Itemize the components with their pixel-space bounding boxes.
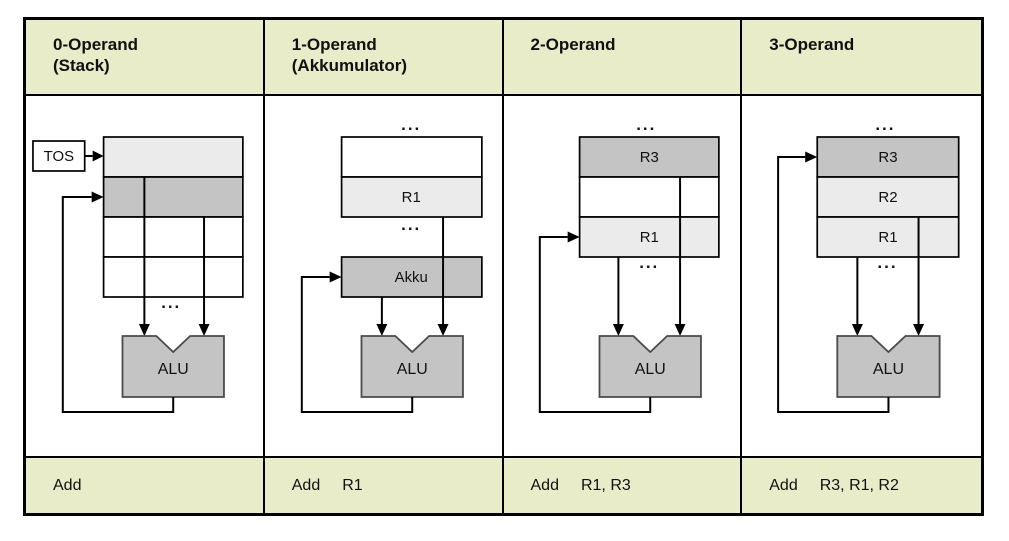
register-cell-r1 (816, 216, 960, 258)
header-title: 2-Operand (530, 35, 616, 54)
column-header-0-operand: 0-Operand (Stack) (26, 20, 265, 96)
stack-ellipsis: ... (161, 293, 181, 312)
stack-cell-top (102, 136, 244, 178)
operand-architecture-table: 0-Operand (Stack) 1-Operand (Akkumulator… (23, 17, 984, 516)
tos-label: TOS (44, 148, 74, 165)
register-r1-label: R1 (401, 189, 420, 206)
arrowhead-icon (138, 324, 150, 336)
column-header-1-operand: 1-Operand (Akkumulator) (264, 20, 504, 96)
stack-cell-second (102, 176, 244, 218)
feedback-arrowhead-icon (567, 231, 580, 243)
alu-shape (360, 335, 464, 398)
result-feedback-wire (538, 236, 651, 413)
result-feedback-wire (61, 196, 175, 413)
akku-label: Akku (394, 269, 427, 286)
diagram-cell-akkumulator: ... R1 ... Akku ALU (264, 96, 504, 456)
register-cell-empty (340, 136, 483, 178)
tos-arrowhead-icon (92, 150, 104, 162)
register-cell-r3 (578, 136, 720, 178)
register-cell-r1 (578, 216, 720, 258)
register-cell-empty (578, 176, 720, 218)
header-title: 1-Operand (291, 35, 377, 54)
register-r2-label: R2 (879, 189, 898, 206)
instruction-operands: R3, R1, R2 (819, 476, 899, 494)
register-cell-r1 (340, 176, 483, 218)
result-feedback-wire (777, 156, 890, 413)
arrowhead-icon (376, 324, 388, 336)
alu-label: ALU (634, 361, 665, 378)
registers-ellipsis-top: ... (876, 115, 896, 134)
register-cell-r2 (816, 176, 960, 218)
registers-ellipsis-bottom: ... (639, 253, 659, 272)
stack-cell-third (102, 216, 244, 258)
alu-label: ALU (158, 361, 189, 378)
registers-ellipsis-top: ... (636, 115, 656, 134)
akku-box (340, 256, 483, 298)
alu-shape (836, 335, 941, 398)
akkumulator-architecture-diagram: ... R1 ... Akku ALU (300, 115, 483, 413)
instruction-operands: R1 (342, 476, 363, 494)
register-r3-label: R3 (639, 149, 658, 166)
feedback-arrowhead-icon (329, 271, 342, 283)
result-feedback-wire (300, 276, 413, 413)
alu-shape (121, 335, 225, 398)
arrowhead-icon (913, 324, 925, 336)
tos-box (32, 140, 86, 172)
stack-architecture-diagram: TOS ... ALU (32, 136, 244, 413)
header-title: 3-Operand (769, 35, 855, 54)
arrowhead-icon (437, 324, 449, 336)
register-r1-label: R1 (879, 229, 898, 246)
instruction-mnemonic: Add (769, 476, 798, 494)
instruction-example-stack: Add (26, 456, 265, 513)
register-r1-label: R1 (639, 229, 658, 246)
alu-label: ALU (397, 361, 428, 378)
registers-ellipsis-bottom: ... (878, 253, 898, 272)
instruction-operands: R1, R3 (580, 476, 631, 494)
registers-ellipsis-bottom: ... (401, 215, 421, 234)
column-header-3-operand: 3-Operand (742, 20, 981, 96)
instruction-example-two-operand: Add R1, R3 (503, 456, 743, 513)
instruction-mnemonic: Add (53, 476, 82, 494)
feedback-arrowhead-icon (805, 151, 818, 163)
feedback-arrowhead-icon (91, 191, 104, 203)
alu-label: ALU (873, 360, 904, 378)
register-r3-label: R3 (879, 149, 898, 166)
header-title: 0-Operand (53, 35, 139, 54)
arrowhead-icon (852, 324, 864, 336)
diagram-cell-three-operand: ... R3 R2 R1 ... ALU (742, 96, 981, 456)
column-header-2-operand: 2-Operand (503, 20, 743, 96)
three-operand-architecture-diagram: ... R3 R2 R1 ... ALU (777, 115, 960, 413)
header-subtitle: (Akkumulator) (291, 56, 407, 75)
arrowhead-icon (198, 324, 210, 336)
two-operand-architecture-diagram: ... R3 R1 ... ALU (538, 115, 720, 413)
instruction-example-three-operand: Add R3, R1, R2 (742, 456, 981, 513)
diagram-cell-stack: TOS ... ALU (26, 96, 265, 456)
alu-shape (598, 335, 702, 398)
instruction-mnemonic: Add (291, 476, 321, 494)
arrowhead-icon (674, 324, 686, 336)
stack-cell-fourth (102, 256, 244, 298)
instruction-example-akkumulator: Add R1 (264, 456, 504, 513)
registers-ellipsis-top: ... (401, 115, 421, 134)
diagram-cell-two-operand: ... R3 R1 ... ALU (503, 96, 743, 456)
arrowhead-icon (612, 324, 624, 336)
header-subtitle: (Stack) (53, 56, 110, 75)
instruction-mnemonic: Add (530, 476, 559, 494)
